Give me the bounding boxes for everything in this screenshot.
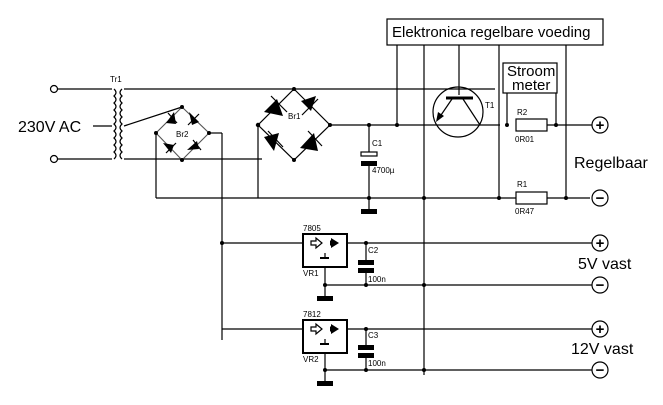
vr1-label: VR1 [303,269,319,278]
output-adjustable-label: Regelbaar [574,155,649,172]
terminal-plus [591,116,609,134]
capacitor-c2: C2 100n [358,241,386,287]
svg-text:+: + [596,235,605,252]
svg-text:−: − [596,190,605,207]
r2-label: R2 [517,108,528,117]
control-box-title: Elektronica regelbare voeding [392,24,590,41]
terminal-plus [591,320,609,338]
terminal-minus [591,189,609,207]
c3-label: C3 [368,331,379,340]
ground-symbol [317,296,333,301]
r2-value: 0R01 [515,135,535,144]
diode [163,142,177,154]
output-adjustable: + − Regelbaar [574,116,649,207]
svg-text:+: + [596,117,605,134]
bridge-rectifier-br1: Br1 [255,87,500,198]
diode [300,130,323,151]
regulator-vr2: 7812 VR2 [222,310,592,386]
capacitor-c3: C3 100n [358,327,386,372]
r1-label: R1 [517,180,528,189]
ground-symbol [361,209,377,214]
c1-value: 4700µ [372,166,395,175]
bridge-br1-label: Br1 [288,112,301,121]
current-meter: Stroom meter [502,62,558,125]
transformer-label: Tr1 [110,75,122,84]
vr2-type: 7812 [303,310,321,319]
c1-label: C1 [372,139,383,148]
vr1-type: 7805 [303,224,321,233]
regulator-vr1: 7805 VR1 [220,224,592,301]
output-12v: + − 12V vast [571,320,634,379]
input-voltage-label: 230V AC [18,119,81,136]
c3-value: 100n [368,359,386,368]
c2-label: C2 [368,246,379,255]
terminal-plus [591,234,609,252]
terminal-minus [591,361,609,379]
diode [187,139,202,151]
svg-text:+: + [596,321,605,338]
input-terminal-top [49,84,59,94]
current-meter-line1: Stroom [507,63,555,80]
bridge-rectifier-br2: Br2 [154,105,223,340]
output-5v: + − 5V vast [578,234,632,294]
capacitor-c1: C1 4700µ [360,123,399,214]
svg-text:−: − [596,362,605,379]
terminal-minus [591,276,609,294]
resistor-r2: R2 0R01 [505,108,592,144]
output-5v-label: 5V vast [578,256,632,273]
current-meter-line2: meter [512,77,550,94]
diode [166,112,178,124]
ground-symbol [317,381,333,386]
bridge-br2-label: Br2 [176,130,189,139]
transistor-t1: T1 [432,86,495,138]
diode [187,112,200,126]
r1-value: 0R47 [515,207,535,216]
input-terminal-bottom [49,154,59,164]
control-box-frame [386,18,604,46]
c2-value: 100n [368,275,386,284]
diode [264,130,284,151]
control-box: Elektronica regelbare voeding [386,18,604,375]
diode [301,96,319,116]
svg-text:−: − [596,277,605,294]
vr2-label: VR2 [303,355,319,364]
diode [264,95,288,116]
ac-input: 230V AC [18,84,112,164]
transformer-tr1: Tr1 [110,75,495,160]
transistor-label: T1 [485,101,495,110]
output-12v-label: 12V vast [571,341,634,358]
resistor-r1: R1 0R47 [515,180,548,216]
